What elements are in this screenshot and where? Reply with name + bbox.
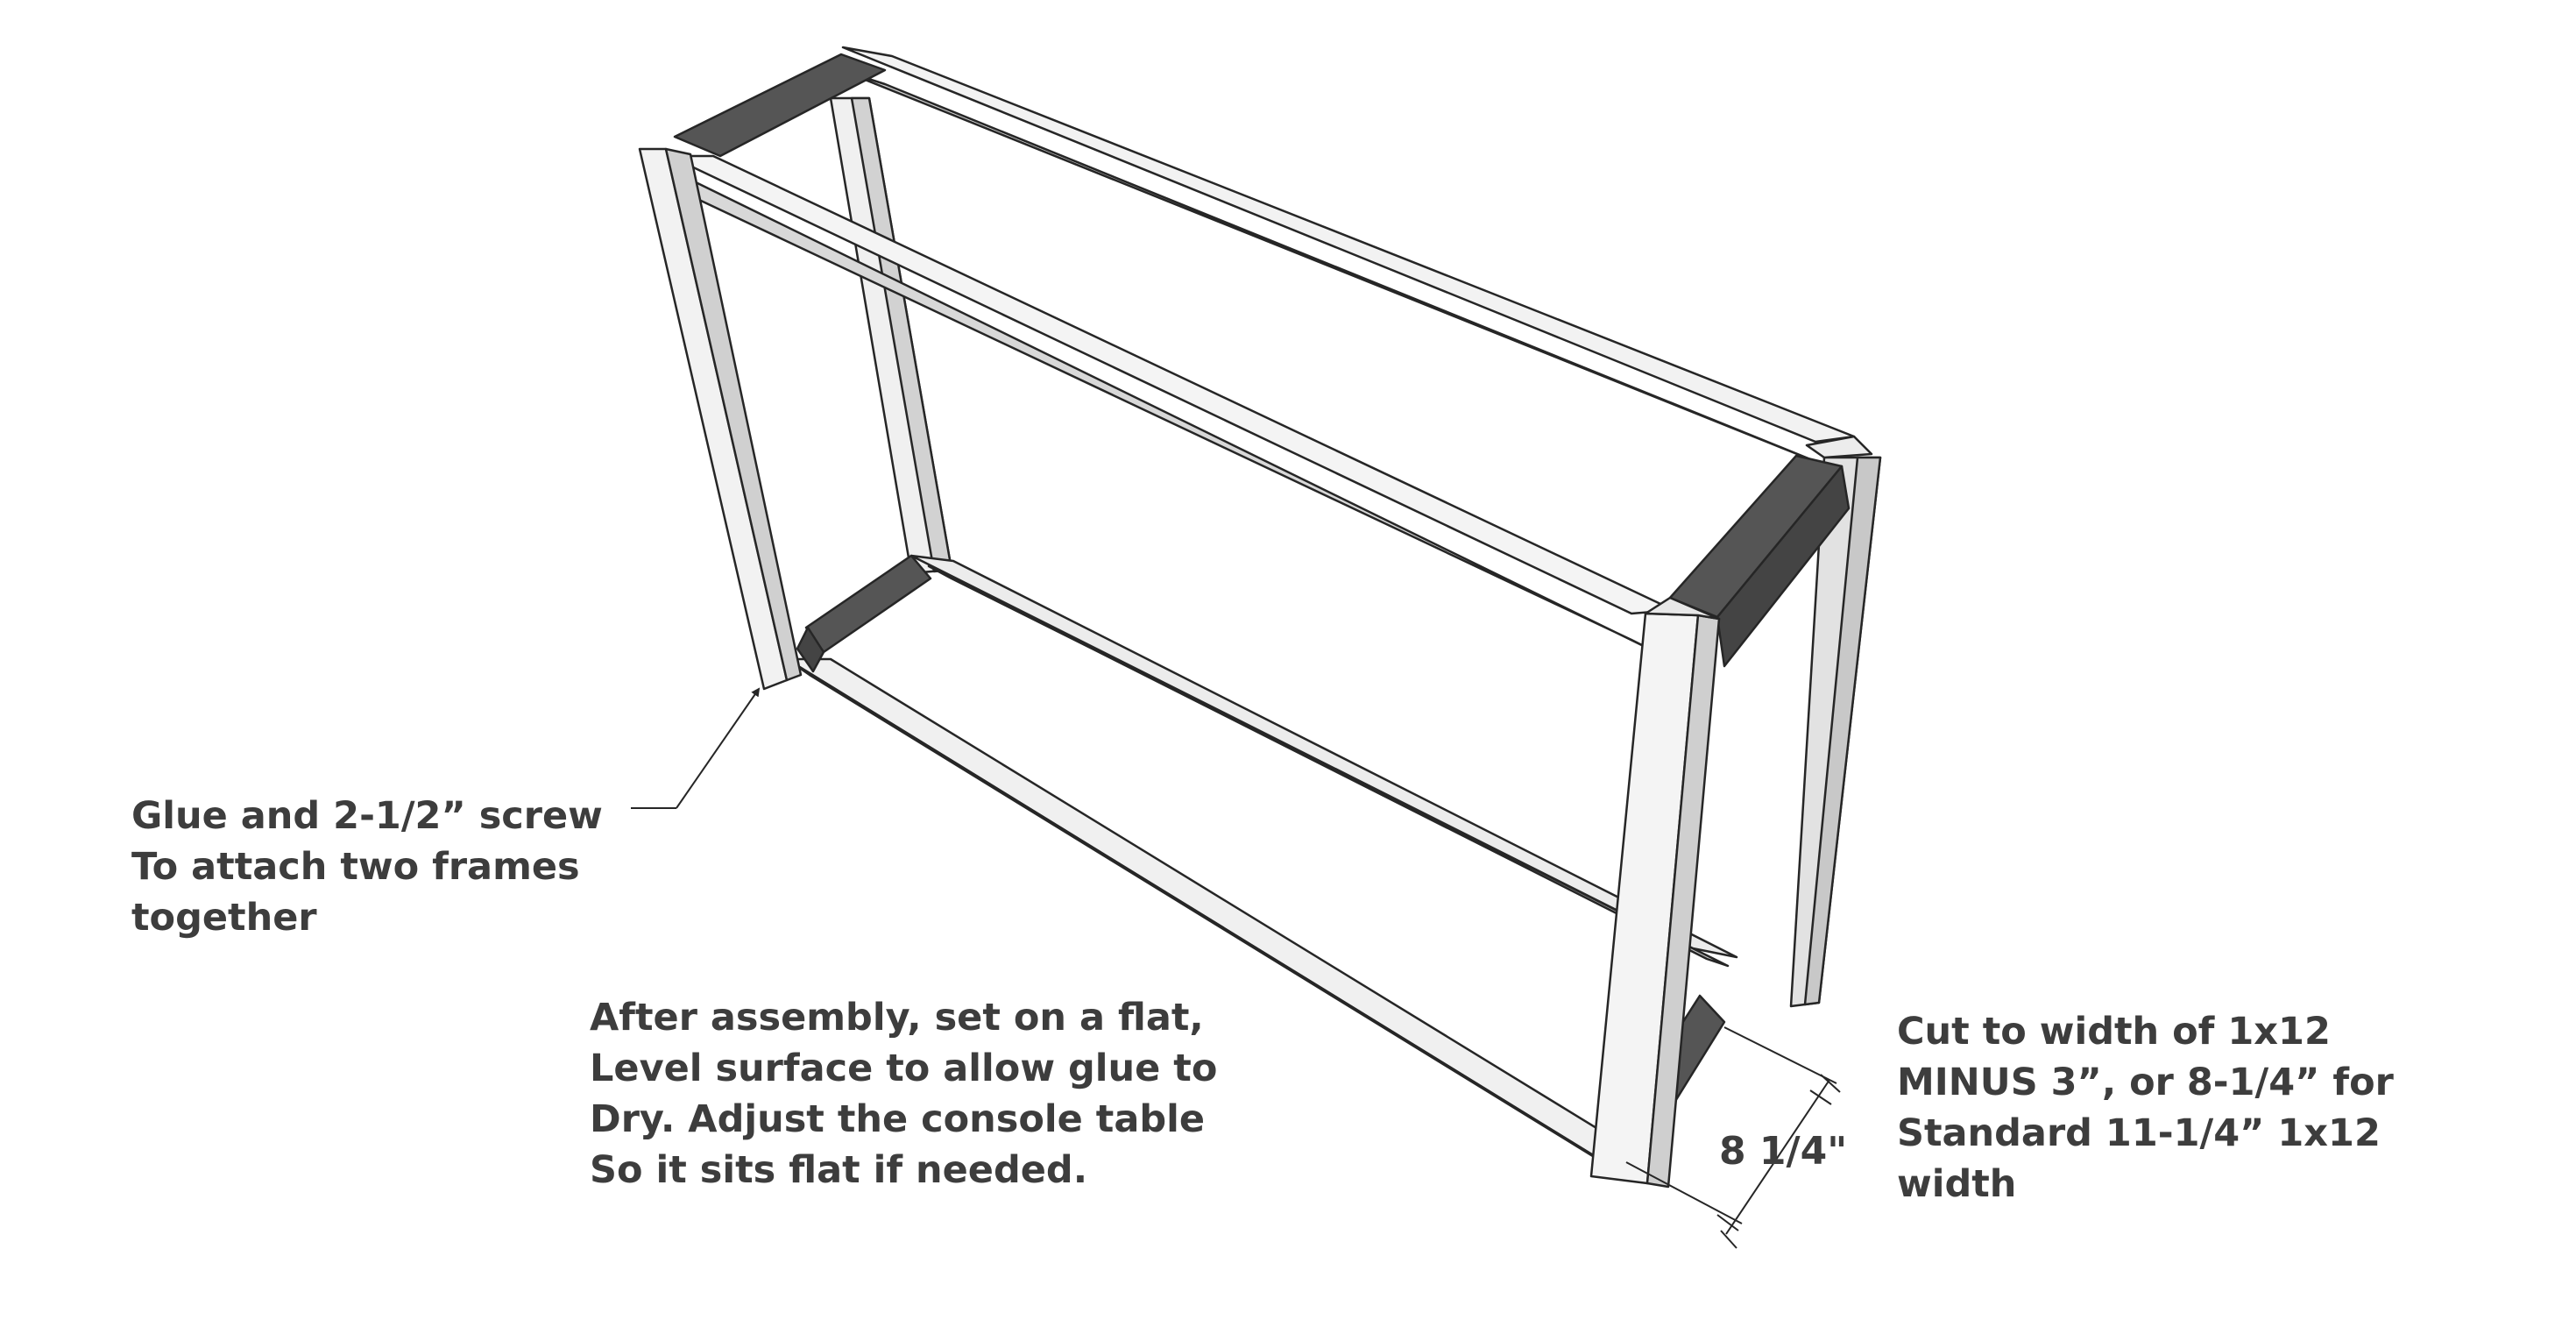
- back-bottom-rail: [909, 554, 1738, 968]
- front-right-leg: [1589, 596, 1721, 1189]
- left-bottom-end-grain: [796, 554, 932, 673]
- front-left-leg: [638, 147, 803, 691]
- top-left-end-grain: [673, 53, 887, 158]
- right-side-top-rail: [1805, 435, 1873, 459]
- glue-leader-line: [631, 687, 761, 809]
- top-front-rail: [668, 154, 1675, 654]
- back-right-leg: [1789, 456, 1882, 1008]
- cut-width-note: Cut to width of 1x12 MINUS 3”, or 8-1/4”…: [1897, 1010, 2394, 1206]
- back-left-leg: [829, 96, 953, 575]
- glue-screw-note: Glue and 2-1/2” screw To attach two fram…: [131, 794, 603, 940]
- top-back-rail: [839, 46, 1856, 468]
- assembly-note: After assembly, set on a flat, Level sur…: [590, 996, 1218, 1192]
- width-dimension-label: 8 1/4": [1719, 1129, 1848, 1174]
- width-dimension: [1625, 1026, 1841, 1249]
